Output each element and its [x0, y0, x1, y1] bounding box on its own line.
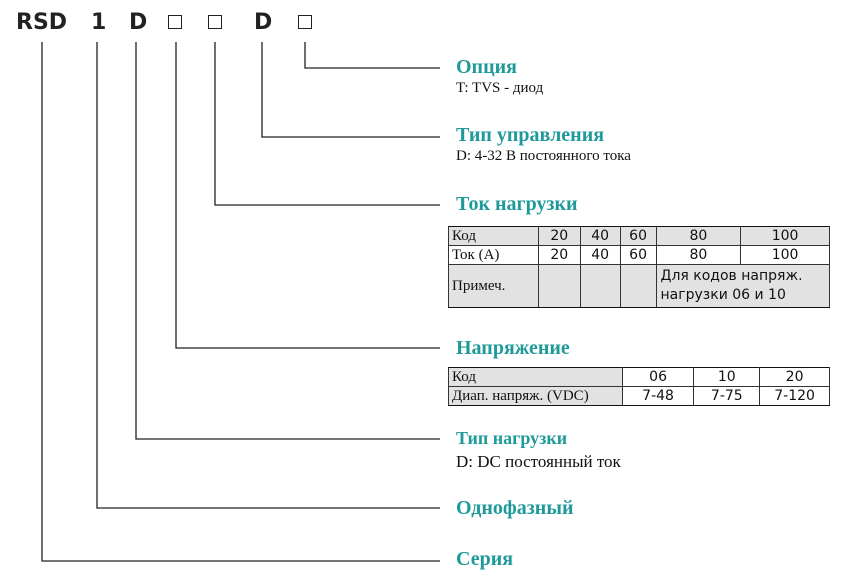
voltage-code-cell: 20 [759, 367, 830, 387]
load-title: Тип нагрузки [456, 428, 568, 448]
current-note-empty [579, 264, 621, 308]
current-value-cell: 60 [619, 245, 657, 265]
voltage-range-cell: 7-75 [693, 386, 761, 406]
current-value-cell: 100 [740, 245, 830, 265]
current-code-label: Код [448, 226, 539, 246]
current-note-empty [619, 264, 657, 308]
load-desc: D: DC постоянный ток [456, 452, 621, 471]
code-control: D [254, 10, 273, 35]
current-title: Ток нагрузки [456, 193, 578, 215]
current-code-cell: 60 [619, 226, 657, 246]
connector-control [261, 42, 440, 138]
current-note-text: Для кодов напряж. нагрузки 06 и 10 [655, 264, 831, 308]
current-value-row: Ток (A) 20 40 60 80 100 [448, 245, 830, 265]
voltage-code-row: Код 06 10 20 [448, 367, 830, 387]
current-code-cell: 100 [740, 226, 830, 246]
current-value-cell: 80 [655, 245, 742, 265]
series-title: Серия [456, 548, 514, 570]
current-code-row: Код 20 40 60 80 100 [448, 226, 830, 246]
voltage-code-label: Код [448, 367, 623, 387]
code-current-box [208, 15, 222, 29]
current-value-label: Ток (A) [448, 245, 539, 265]
current-value-cell: 40 [579, 245, 621, 265]
control-title: Тип управления [456, 124, 605, 146]
voltage-code-cell: 06 [621, 367, 695, 387]
current-note-row: Примеч. Для кодов напряж. нагрузки 06 и … [448, 264, 831, 308]
current-code-cell: 20 [537, 226, 581, 246]
option-title: Опция [456, 56, 517, 78]
current-code-cell: 80 [655, 226, 742, 246]
code-series: RSD [16, 10, 68, 35]
code-option-box [298, 15, 312, 29]
code-phase: 1 [91, 10, 107, 35]
option-desc: T: TVS - диод [456, 80, 544, 96]
voltage-range-row: Диап. напряж. (VDC) 7-48 7-75 7-120 [448, 386, 830, 406]
current-code-cell: 40 [579, 226, 621, 246]
connector-voltage [175, 42, 440, 349]
connector-series [41, 42, 440, 562]
voltage-code-cell: 10 [693, 367, 761, 387]
connector-current [214, 42, 440, 206]
current-table: Код 20 40 60 80 100 Ток (A) 20 40 60 80 … [448, 226, 831, 308]
current-note-label: Примеч. [448, 264, 539, 308]
voltage-range-cell: 7-48 [621, 386, 695, 406]
connector-phase [96, 42, 440, 509]
voltage-range-label: Диап. напряж. (VDC) [448, 386, 623, 406]
control-desc: D: 4-32 В постоянного тока [456, 148, 631, 164]
voltage-table: Код 06 10 20 Диап. напряж. (VDC) 7-48 7-… [448, 367, 830, 406]
code-load-type: D [129, 10, 148, 35]
current-value-cell: 20 [537, 245, 581, 265]
connector-option [304, 42, 440, 69]
phase-title: Однофазный [456, 497, 574, 519]
voltage-title: Напряжение [456, 337, 570, 359]
current-note-empty [537, 264, 581, 308]
voltage-range-cell: 7-120 [759, 386, 830, 406]
code-voltage-box [168, 15, 182, 29]
connector-load [135, 42, 440, 440]
